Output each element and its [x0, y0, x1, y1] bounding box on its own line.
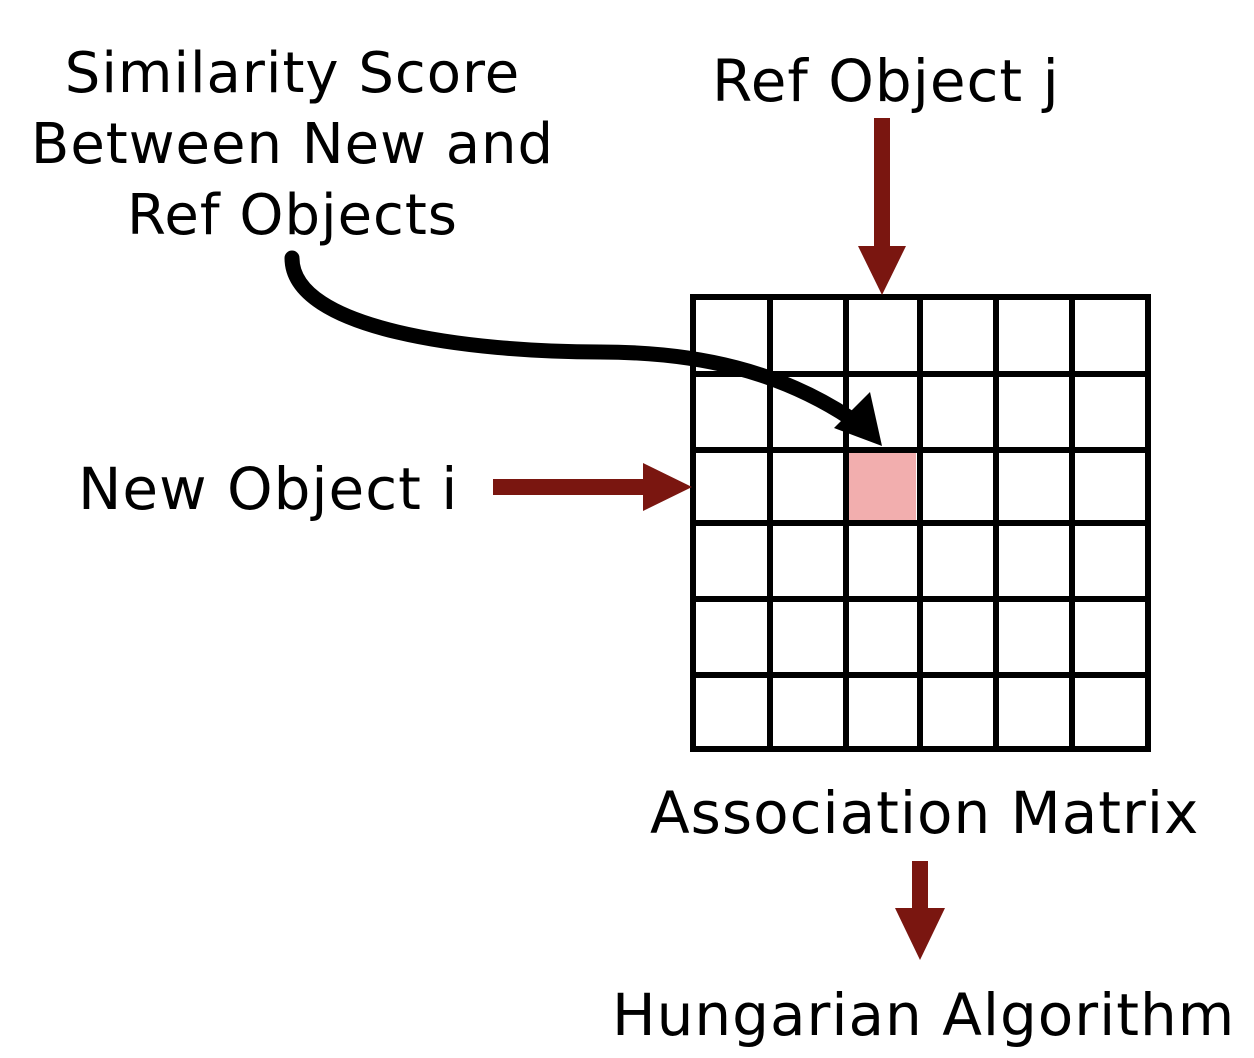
association-matrix-label: Association Matrix	[650, 779, 1200, 847]
new-object-arrow	[493, 463, 692, 511]
hungarian-algorithm-label: Hungarian Algorithm	[612, 981, 1236, 1049]
ref-object-label: Ref Object j	[712, 47, 1060, 115]
similarity-label-line-1: Similarity Score	[64, 41, 521, 106]
association-matrix-grid	[690, 294, 1151, 752]
similarity-curve-arrowhead	[834, 392, 882, 446]
ref-object-arrow	[858, 118, 906, 295]
similarity-curve-arrow	[284, 250, 858, 426]
similarity-score-label: Similarity Score Between New and Ref Obj…	[0, 38, 585, 251]
highlighted-matrix-cell	[847, 452, 916, 522]
similarity-label-line-2: Between New and	[30, 112, 555, 177]
matrix-to-algorithm-arrow	[895, 861, 945, 960]
new-object-label: New Object i	[78, 455, 459, 523]
similarity-label-line-3: Ref Objects	[127, 183, 458, 248]
